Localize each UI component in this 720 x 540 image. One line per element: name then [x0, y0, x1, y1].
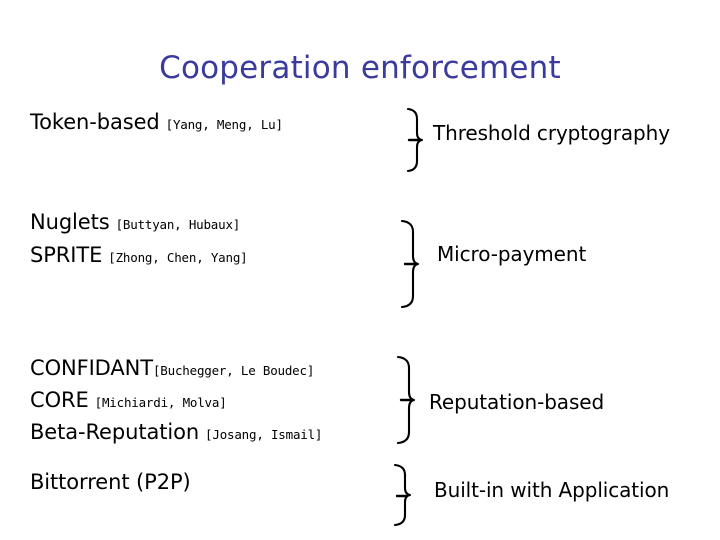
list-item: Nuglets [Buttyan, Hubaux]: [30, 212, 390, 233]
item-citation: [Zhong, Chen, Yang]: [108, 250, 248, 265]
item-name: CONFIDANT: [30, 356, 153, 380]
list-item: CONFIDANT[Buchegger, Le Boudec]: [30, 358, 410, 379]
category-label-built-in-with-application: Built-in with Application: [434, 478, 670, 502]
item-name: CORE: [30, 388, 89, 412]
page-title: Cooperation enforcement: [159, 50, 561, 86]
brace-connector-threshold-cryptography: [390, 107, 424, 173]
list-item: Beta-Reputation [Josang, Ismail]: [30, 422, 410, 443]
group-items-micro-payment: Nuglets [Buttyan, Hubaux] SPRITE [Zhong, C…: [30, 212, 390, 266]
brace-connector-built-in-with-application: [378, 463, 412, 527]
item-citation: [Michiardi, Molva]: [94, 395, 227, 410]
item-citation: [Yang, Meng, Lu]: [165, 117, 283, 132]
list-item: CORE [Michiardi, Molva]: [30, 390, 410, 411]
item-citation: [Buchegger, Le Boudec]: [152, 363, 315, 378]
group-items-built-in-with-application: Bittorrent (P2P): [30, 472, 390, 493]
category-label-threshold-cryptography: Threshold cryptography: [433, 121, 670, 145]
brace-connector-micro-payment: [386, 219, 420, 309]
brace-connector-reputation-based: [382, 355, 416, 445]
group-items-threshold-cryptography: Token-based [Yang, Meng, Lu]: [30, 112, 390, 133]
category-label-reputation-based: Reputation-based: [429, 390, 605, 414]
list-item: SPRITE [Zhong, Chen, Yang]: [30, 245, 390, 266]
item-name: Bittorrent (P2P): [30, 470, 191, 494]
item-citation: [Josang, Ismail]: [205, 427, 323, 442]
list-item: Token-based [Yang, Meng, Lu]: [30, 112, 390, 133]
list-item: Bittorrent (P2P): [30, 472, 390, 493]
category-label-micro-payment: Micro-payment: [437, 242, 587, 266]
group-items-reputation-based: CONFIDANT[Buchegger, Le Boudec] CORE [Mic…: [30, 358, 410, 443]
item-name: Nuglets: [30, 210, 110, 234]
item-name: SPRITE: [30, 243, 103, 267]
item-name: Token-based: [30, 110, 160, 134]
item-name: Beta-Reputation: [30, 420, 200, 444]
item-citation: [Buttyan, Hubaux]: [115, 217, 241, 232]
